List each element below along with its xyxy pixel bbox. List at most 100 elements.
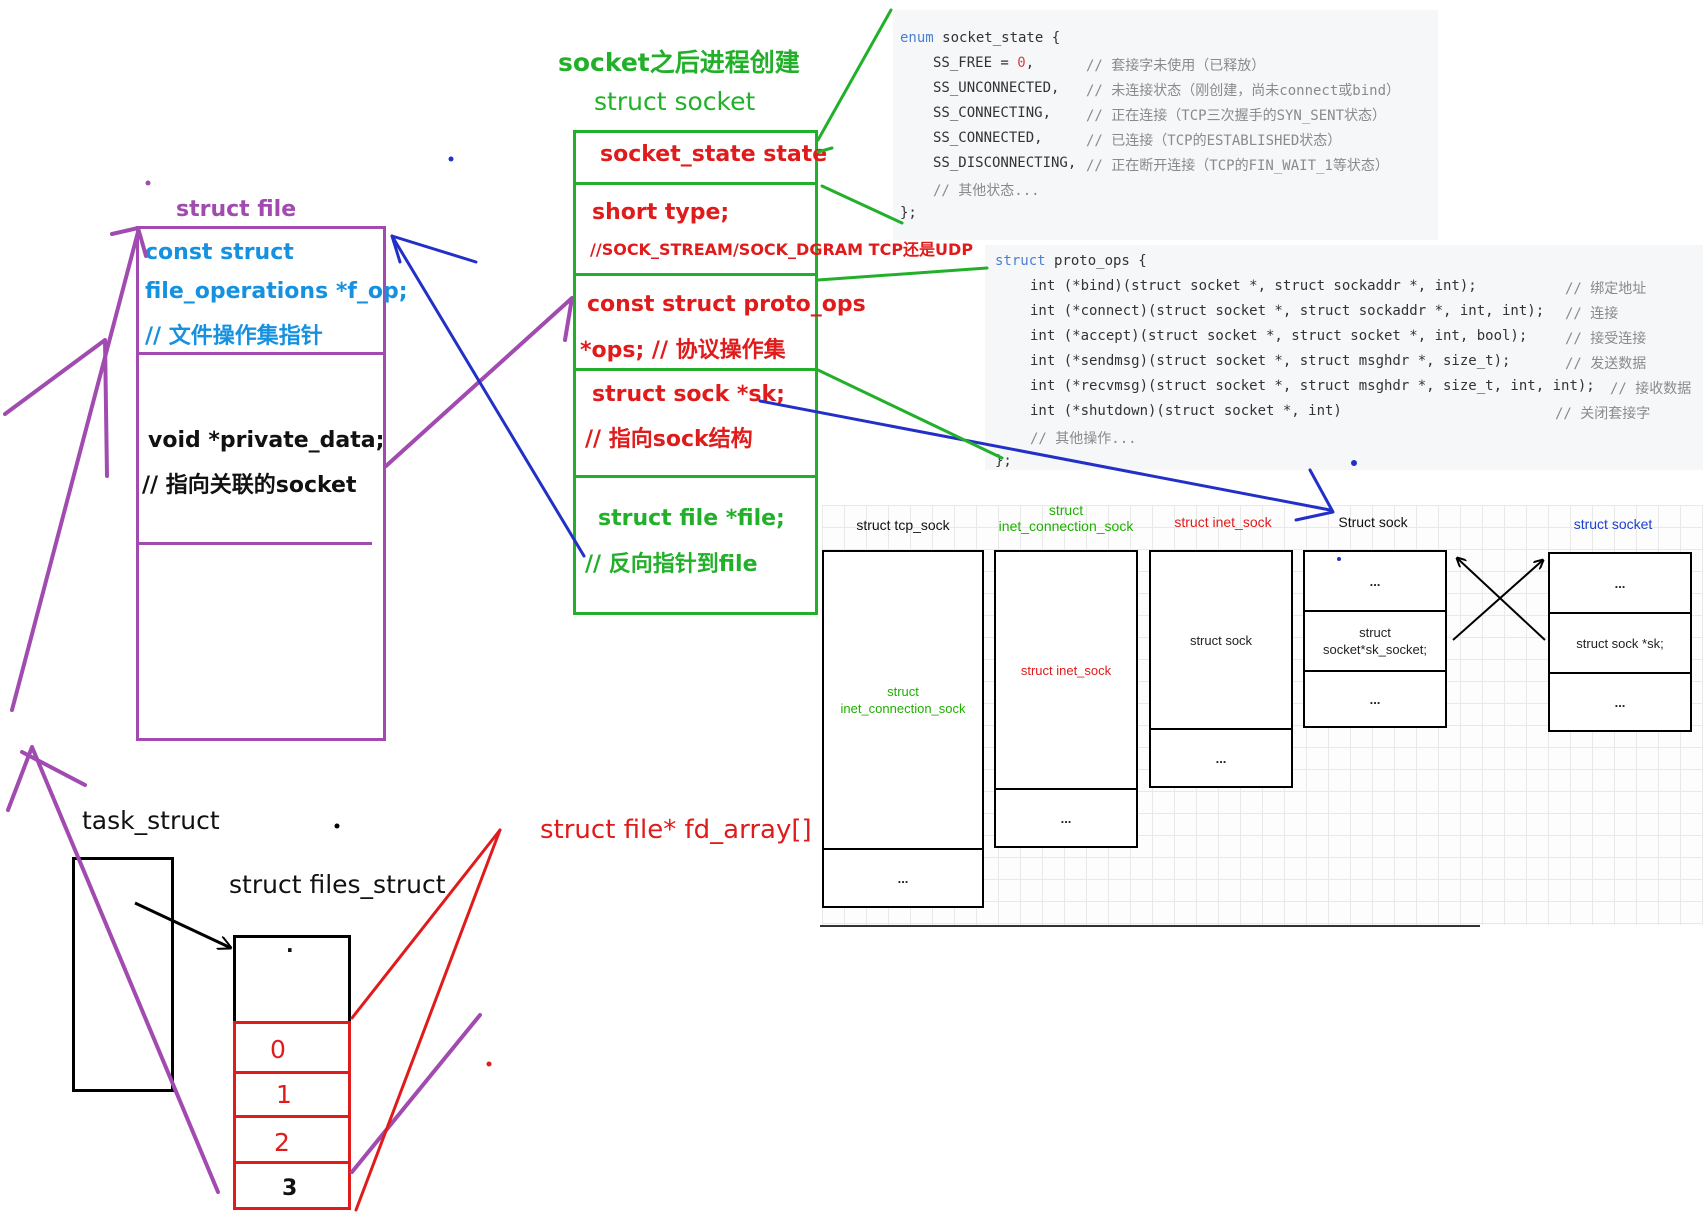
enum-item-num: 0 <box>1017 55 1026 71</box>
sock-inner-line1: struct <box>1359 625 1391 640</box>
struct-keyword: struct <box>995 253 1046 269</box>
inet-sock-box: struct sock <box>1149 550 1293 730</box>
socket-divider <box>573 368 818 371</box>
private-to-socket-line <box>384 296 574 468</box>
socket-file-to-file-arrow <box>390 234 586 558</box>
icsk-dots: ... <box>994 788 1138 848</box>
enum-head: socket_state { <box>933 30 1061 46</box>
icsk-header: struct inet_connection_sock <box>986 502 1146 534</box>
fd-entry: 2 <box>274 1128 290 1157</box>
tcp-sock-header: struct tcp_sock <box>856 517 950 533</box>
file-private-data: void *private_data; <box>148 428 385 453</box>
socket-type-comment: //SOCK_STREAM/SOCK_DGRAM TCP还是UDP <box>590 240 974 259</box>
inet-sock-dots: ... <box>1149 728 1293 788</box>
proto-ops-line: int (*shutdown)(struct socket *, int) <box>1030 403 1342 419</box>
fd-entry: 1 <box>276 1080 292 1109</box>
tcp-sock-dots: ... <box>822 848 984 908</box>
file-divider <box>136 542 372 545</box>
socket-state-code-panel <box>893 10 1438 240</box>
proto-ops-comment: // 关闭套接字 <box>1555 406 1651 422</box>
proto-ops-head: proto_ops { <box>1045 253 1147 269</box>
socket-section-title: socket之后进程创建 <box>558 48 800 77</box>
proto-ops-other-comment: // 其他操作... <box>1030 431 1137 447</box>
purple-side-line <box>3 338 109 478</box>
icsk-header-line2: inet_connection_sock <box>998 518 1134 534</box>
sock-sk-socket-field: struct socket*sk_socket; <box>1303 610 1447 672</box>
socket-dots-bottom: ... <box>1548 672 1692 732</box>
enum-item-comment: // 已连接（TCP的ESTABLISHED状态） <box>1086 133 1342 149</box>
fd-divider <box>233 1071 351 1074</box>
file-fop-comment: // 文件操作集指针 <box>145 324 323 349</box>
enum-item-comment: // 未连接状态（刚创建，尚未connect或bind） <box>1086 83 1401 99</box>
tcp-sock-box: struct inet_connection_sock <box>822 550 984 850</box>
socket-dots-top: ... <box>1548 552 1692 614</box>
tcp-inner-line1: struct <box>887 684 919 699</box>
files-struct-label: struct files_struct <box>229 870 446 899</box>
enum-item-comment: // 套接字未使用（已释放） <box>1086 58 1266 74</box>
blue-head <box>390 234 402 264</box>
fd-entry: 0 <box>270 1035 286 1064</box>
purple-vertical-line <box>10 230 140 712</box>
fd3-to-file-line <box>350 1013 482 1174</box>
sock-hierarchy-baseline <box>820 925 1480 927</box>
task-struct-label: task_struct <box>82 806 220 835</box>
state-to-enum-line <box>816 8 893 142</box>
proto-ops-line: int (*accept)(struct socket *, struct so… <box>1030 328 1528 344</box>
tcp-inner-line2: inet_connection_sock <box>840 701 966 716</box>
enum-item-comment: // 正在断开连接（TCP的FIN_WAIT_1等状态） <box>1086 158 1389 174</box>
socket-state-field: socket_state state <box>600 142 828 167</box>
enum-other-comment: // 其他状态... <box>933 183 1040 199</box>
sock-header: Struct sock <box>1338 514 1408 530</box>
icsk-box: struct inet_sock <box>994 550 1138 790</box>
icsk-header-line1: struct <box>1048 502 1084 518</box>
arrow-head-bottom <box>20 750 87 787</box>
proto-ops-comment: // 接受连接 <box>1565 331 1647 347</box>
sk-to-proto-close-line <box>816 368 1004 460</box>
proto-ops-line: int (*connect)(struct socket *, struct s… <box>1030 303 1545 319</box>
fd-array-line-top <box>350 828 502 1020</box>
files-struct-dot: . <box>286 933 294 957</box>
proto-ops-line: int (*bind)(struct socket *, struct sock… <box>1030 278 1477 294</box>
socket-header: struct socket <box>1573 516 1653 532</box>
inet-sock-header: struct inet_sock <box>1174 514 1272 530</box>
socket-divider <box>573 182 818 185</box>
proto-ops-comment: // 连接 <box>1565 306 1619 322</box>
enum-item-name: SS_DISCONNECTING, <box>933 155 1077 171</box>
blue-head <box>390 234 478 264</box>
fd-entry: 3 <box>282 1176 298 1201</box>
type-to-enum-close-line <box>820 184 904 225</box>
file-divider <box>136 352 386 355</box>
file-private-comment: // 指向关联的socket <box>142 473 357 498</box>
proto-ops-line: int (*sendmsg)(struct socket *, struct m… <box>1030 353 1511 369</box>
file-fop-line2: file_operations *f_op; <box>145 279 408 304</box>
fd-divider <box>233 1161 351 1164</box>
file-fop-line1: const struct <box>145 240 294 265</box>
fd-divider <box>233 1115 351 1118</box>
enum-item-name: SS_UNCONNECTED, <box>933 80 1060 96</box>
proto-ops-close: }; <box>995 453 1012 469</box>
socket-ops-field: const struct proto_ops <box>587 292 866 317</box>
socket-type-field: short type; <box>592 200 730 225</box>
enum-item-tail: , <box>1025 55 1035 71</box>
enum-item-name: SS_CONNECTING, <box>933 105 1052 121</box>
socket-divider <box>573 475 818 478</box>
proto-ops-comment: // 接收数据 <box>1610 381 1692 397</box>
socket-ops-comment: *ops; // 协议操作集 <box>580 338 786 363</box>
socket-sk-comment: // 指向sock结构 <box>585 427 753 452</box>
proto-ops-comment: // 发送数据 <box>1565 356 1647 372</box>
file-section-title: struct file <box>176 197 297 222</box>
proto-ops-comment: // 绑定地址 <box>1565 281 1647 297</box>
socket-file-comment: // 反向指针到file <box>585 552 758 577</box>
fd-array-label: struct file* fd_array[] <box>540 815 812 845</box>
enum-keyword: enum <box>900 30 934 46</box>
enum-item-name: SS_FREE = <box>933 55 1018 71</box>
socket-sk-field-decl: struct sock *sk; <box>592 382 785 407</box>
task-struct-box <box>72 857 174 1092</box>
sock-dots-bottom: ... <box>1303 670 1447 728</box>
enum-close: }; <box>900 205 917 221</box>
enum-item-comment: // 正在连接（TCP三次握手的SYN_SENT状态） <box>1086 108 1387 124</box>
socket-struct-name: struct socket <box>594 87 756 116</box>
socket-sk-field: struct sock *sk; <box>1548 612 1692 674</box>
socket-file-field: struct file *file; <box>598 506 785 531</box>
ops-to-proto-ops-line <box>816 266 989 282</box>
